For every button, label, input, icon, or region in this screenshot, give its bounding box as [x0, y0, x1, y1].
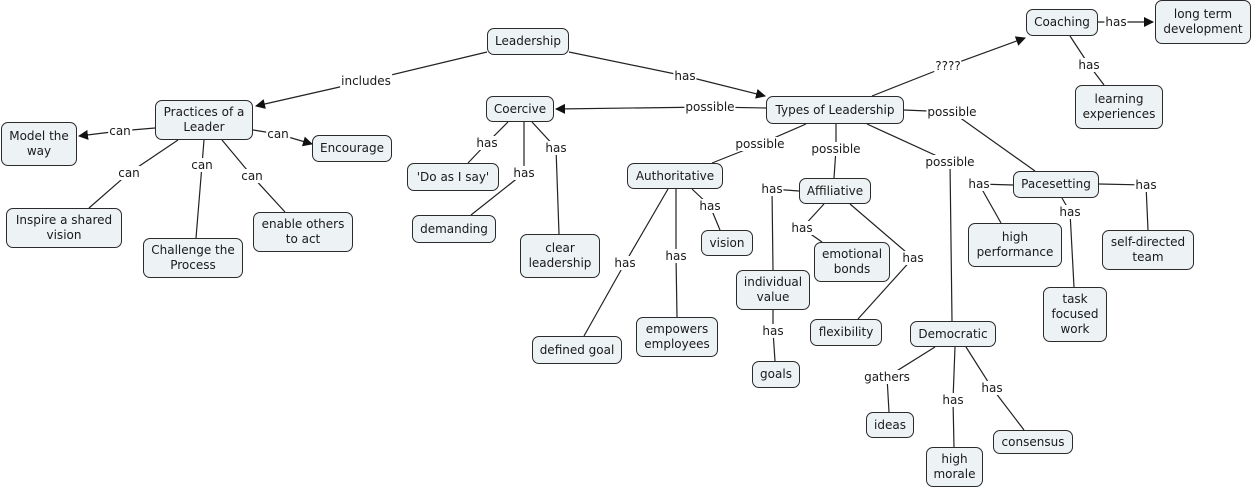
concept-individual-value[interactable]: individual value — [736, 270, 810, 310]
link-label: has — [475, 136, 499, 150]
link-label: has — [941, 393, 965, 407]
concept-empowers-employees[interactable]: empowers employees — [636, 317, 718, 357]
concept-demanding[interactable]: demanding — [412, 215, 496, 243]
link-label: includes — [340, 74, 392, 88]
link-label: has — [1104, 15, 1128, 29]
concept-authoritative[interactable]: Authoritative — [627, 163, 723, 189]
concept-high-morale[interactable]: high morale — [926, 447, 983, 487]
link-label: can — [108, 124, 132, 138]
concept-challenge[interactable]: Challenge the Process — [143, 238, 243, 278]
link-label: possible — [926, 105, 978, 119]
concept-emotional-bonds[interactable]: emotional bonds — [814, 242, 890, 282]
concept-self-directed-team[interactable]: self-directed team — [1102, 230, 1194, 270]
concept-pacesetting[interactable]: Pacesetting — [1013, 171, 1099, 198]
link-label: has — [980, 381, 1004, 395]
concept-ideas[interactable]: ideas — [866, 412, 914, 438]
concept-encourage[interactable]: Encourage — [312, 135, 392, 162]
link-label: has — [673, 69, 697, 83]
link-leadership-to-types — [568, 51, 766, 99]
link-label: has — [1077, 58, 1101, 72]
link-label: has — [1058, 205, 1082, 219]
link-label: gathers — [863, 370, 911, 384]
concept-inspire[interactable]: Inspire a shared vision — [6, 208, 122, 248]
link-label: possible — [734, 137, 786, 151]
link-label: can — [190, 158, 214, 172]
concept-enable[interactable]: enable others to act — [253, 212, 353, 252]
concept-high-performance[interactable]: high performance — [968, 223, 1062, 267]
concept-clear-leadership[interactable]: clear leadership — [520, 234, 600, 278]
concept-practices[interactable]: Practices of a Leader — [155, 100, 253, 140]
link-label: can — [240, 169, 264, 183]
concept-task-focused-work[interactable]: task focused work — [1043, 287, 1107, 342]
link-label: has — [760, 182, 784, 196]
link-label: has — [901, 251, 925, 265]
link-label: has — [698, 199, 722, 213]
link-label: has — [613, 256, 637, 270]
concept-leadership[interactable]: Leadership — [487, 28, 569, 55]
concept-goals[interactable]: goals — [752, 361, 800, 388]
link-label: can — [117, 166, 141, 180]
link-coercive-to-clear_leadership — [531, 121, 560, 235]
link-label: has — [790, 221, 814, 235]
concept-do-as-i-say[interactable]: 'Do as I say' — [407, 163, 499, 191]
link-label: has — [664, 249, 688, 263]
link-label: possible — [684, 100, 736, 114]
concept-flexibility[interactable]: flexibility — [810, 319, 882, 346]
link-label: possible — [924, 155, 976, 169]
link-label: has — [1134, 178, 1158, 192]
concept-coercive[interactable]: Coercive — [486, 96, 554, 122]
concept-long-term-development[interactable]: long term development — [1155, 0, 1251, 44]
concept-defined-goal[interactable]: defined goal — [532, 336, 622, 364]
link-label: has — [761, 324, 785, 338]
concept-vision[interactable]: vision — [701, 230, 753, 256]
link-practices-to-challenge — [195, 139, 205, 239]
concept-democratic[interactable]: Democratic — [910, 321, 996, 347]
link-label: can — [266, 127, 290, 141]
link-label: has — [967, 177, 991, 191]
link-types-to-democratic — [866, 123, 953, 322]
concept-coaching[interactable]: Coaching — [1026, 9, 1098, 36]
link-label: possible — [810, 142, 862, 156]
link-label: has — [512, 166, 536, 180]
concept-model-the-way[interactable]: Model the way — [1, 122, 77, 166]
link-label: has — [544, 141, 568, 155]
link-label: ???? — [934, 59, 962, 73]
concept-learning-experiences[interactable]: learning experiences — [1075, 85, 1163, 129]
concept-consensus[interactable]: consensus — [993, 430, 1073, 454]
concept-affiliative[interactable]: Affiliative — [799, 178, 871, 204]
concept-types-of-leadership[interactable]: Types of Leadership — [766, 96, 904, 124]
